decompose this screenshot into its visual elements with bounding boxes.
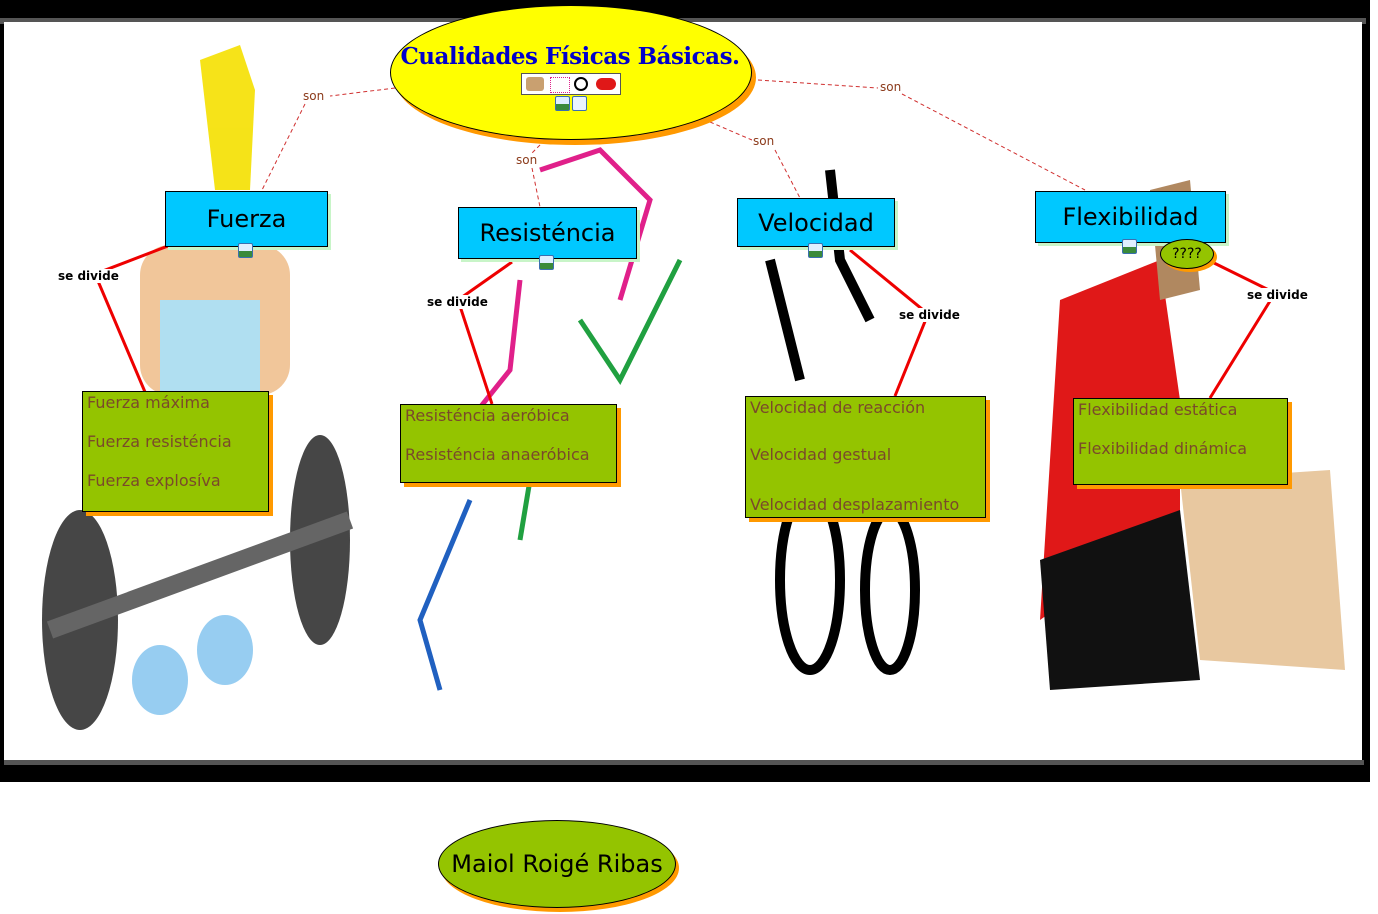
link-title-flexibilidad bbox=[901, 93, 1086, 191]
cyclist-thumb-icon bbox=[574, 77, 588, 91]
subconcepts-resistencia[interactable]: Resisténcia aeróbica Resisténcia anaerób… bbox=[400, 404, 617, 483]
author-node[interactable]: Maiol Roigé Ribas bbox=[438, 820, 676, 908]
image-resource-icon[interactable] bbox=[539, 255, 554, 270]
image-thumbnails[interactable] bbox=[521, 73, 621, 95]
subconcept-item: Fuerza explosíva bbox=[87, 471, 221, 490]
main-concept-title: Cualidades Físicas Básicas. bbox=[400, 43, 740, 70]
link-fuerza-divide bbox=[93, 244, 169, 393]
link-label-son: son bbox=[752, 134, 776, 148]
link-title-velocidad bbox=[774, 149, 801, 199]
concept-map-resource-icon[interactable] bbox=[572, 96, 587, 111]
link-title-fuerza bbox=[261, 103, 306, 191]
link-label-se-divide: se divide bbox=[898, 308, 961, 322]
link-resistencia-divide bbox=[456, 260, 513, 405]
link-label-son: son bbox=[302, 89, 326, 103]
subconcept-item: Flexibilidad estática bbox=[1078, 400, 1238, 419]
subconcept-item: Resisténcia aeróbica bbox=[405, 406, 570, 425]
subconcepts-flexibilidad[interactable]: Flexibilidad estática Flexibilidad dinám… bbox=[1073, 398, 1288, 485]
link-label-son: son bbox=[879, 80, 903, 94]
subconcepts-fuerza[interactable]: Fuerza máxima Fuerza resisténcia Fuerza … bbox=[82, 391, 269, 512]
link-title-resistencia bbox=[529, 139, 546, 156]
concept-flexibilidad[interactable]: Flexibilidad bbox=[1035, 191, 1226, 243]
subconcept-item: Fuerza resisténcia bbox=[87, 432, 232, 451]
image-resource-icon[interactable] bbox=[808, 243, 823, 258]
link-label-se-divide: se divide bbox=[1246, 288, 1309, 302]
question-node[interactable]: ???? bbox=[1160, 239, 1214, 269]
link-label-se-divide: se divide bbox=[57, 269, 120, 283]
subconcept-item: Resisténcia anaeróbica bbox=[405, 445, 590, 464]
link-label-se-divide: se divide bbox=[426, 295, 489, 309]
subconcept-item: Velocidad de reacción bbox=[750, 398, 926, 417]
link-label-son: son bbox=[515, 153, 539, 167]
stretching-thumb-icon bbox=[596, 78, 616, 90]
subconcept-item: Fuerza máxima bbox=[87, 393, 210, 412]
link-title-fuerza bbox=[329, 87, 396, 97]
link-title-velocidad bbox=[709, 121, 753, 141]
subconcepts-velocidad[interactable]: Velocidad de reacción Velocidad gestual … bbox=[745, 396, 986, 518]
document-resource-icon[interactable] bbox=[555, 96, 570, 111]
link-velocidad-divide bbox=[849, 248, 930, 397]
runner-thumb-icon bbox=[550, 77, 570, 93]
concept-resistencia[interactable]: Resisténcia bbox=[458, 207, 637, 259]
link-flexibilidad-divide bbox=[1208, 260, 1278, 399]
concept-velocidad[interactable]: Velocidad bbox=[737, 198, 895, 247]
subconcept-item: Flexibilidad dinámica bbox=[1078, 439, 1247, 458]
main-concept-ellipse[interactable] bbox=[390, 5, 752, 140]
weightlifter-illustration bbox=[42, 45, 354, 730]
subconcept-item: Velocidad desplazamiento bbox=[750, 495, 960, 514]
weightlifter-thumb-icon bbox=[526, 77, 544, 91]
image-resource-icon[interactable] bbox=[1122, 239, 1137, 254]
subconcept-item: Velocidad gestual bbox=[750, 445, 892, 464]
link-title-flexibilidad bbox=[757, 79, 879, 89]
concept-fuerza[interactable]: Fuerza bbox=[165, 191, 328, 247]
frame-border bbox=[4, 760, 1364, 765]
link-title-resistencia bbox=[531, 167, 541, 208]
image-resource-icon[interactable] bbox=[238, 243, 253, 258]
